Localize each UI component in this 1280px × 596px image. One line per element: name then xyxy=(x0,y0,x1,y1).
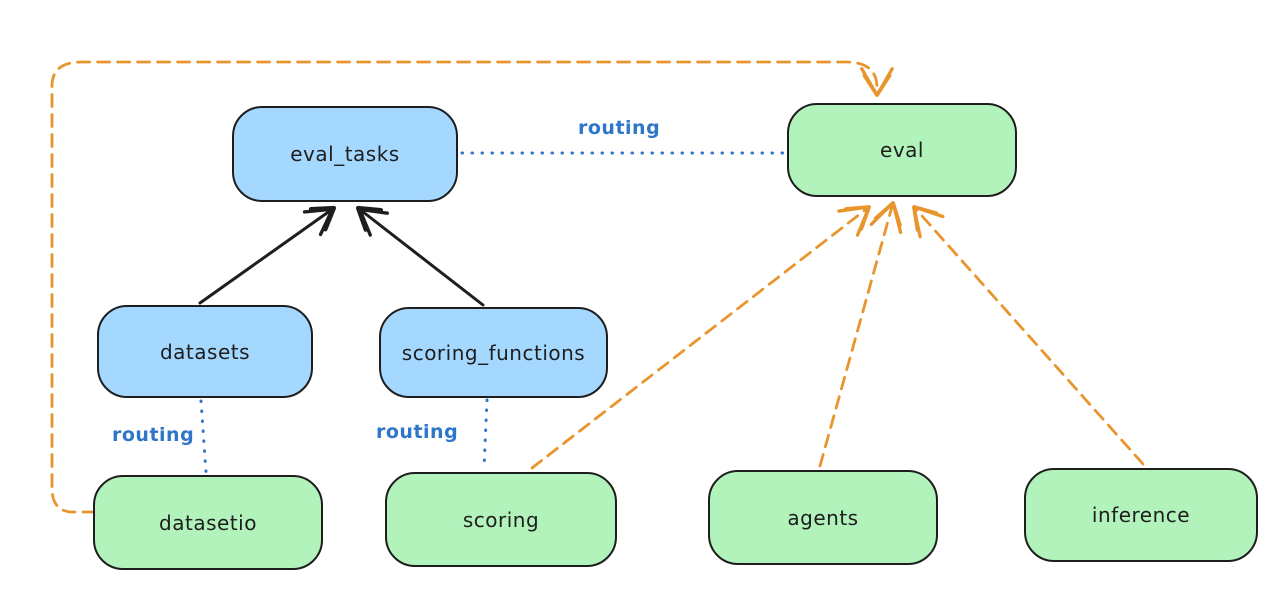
edge-scoring-eval-arrow xyxy=(530,205,871,470)
node-eval-tasks-label: eval_tasks xyxy=(290,142,400,166)
edge-scoring-functions-eval-tasks-arrow xyxy=(355,205,485,307)
edge-datasetio-eval-arrow xyxy=(50,60,894,514)
edge-datasets-datasetio-dotted xyxy=(199,399,208,474)
edge-inference-eval-arrow xyxy=(912,205,1145,466)
edge-agents-eval-arrow xyxy=(818,201,903,468)
node-eval-tasks: eval_tasks xyxy=(232,106,458,202)
node-datasetio: datasetio xyxy=(93,475,323,570)
node-inference: inference xyxy=(1024,468,1258,562)
routing-label-eval-tasks-eval: routing xyxy=(578,117,661,139)
node-datasets: datasets xyxy=(97,305,313,398)
node-agents-label: agents xyxy=(787,505,859,530)
node-eval-label: eval xyxy=(880,138,924,162)
routing-label-datasets-datasetio: routing xyxy=(112,424,195,446)
node-datasets-label: datasets xyxy=(159,339,251,364)
node-datasetio-label: datasetio xyxy=(159,510,257,535)
edge-datasets-eval-tasks-arrow xyxy=(198,205,337,305)
node-scoring-functions: scoring_functions xyxy=(379,307,608,398)
node-scoring-functions-label: scoring_functions xyxy=(401,340,586,365)
node-scoring-label: scoring xyxy=(462,507,540,532)
node-scoring: scoring xyxy=(385,472,617,567)
node-agents: agents xyxy=(708,470,938,565)
routing-label-scoring-functions-scoring: routing xyxy=(376,421,459,443)
node-inference-label: inference xyxy=(1091,503,1191,527)
edge-scoring-functions-scoring-dotted xyxy=(482,398,489,471)
node-eval: eval xyxy=(787,103,1017,197)
